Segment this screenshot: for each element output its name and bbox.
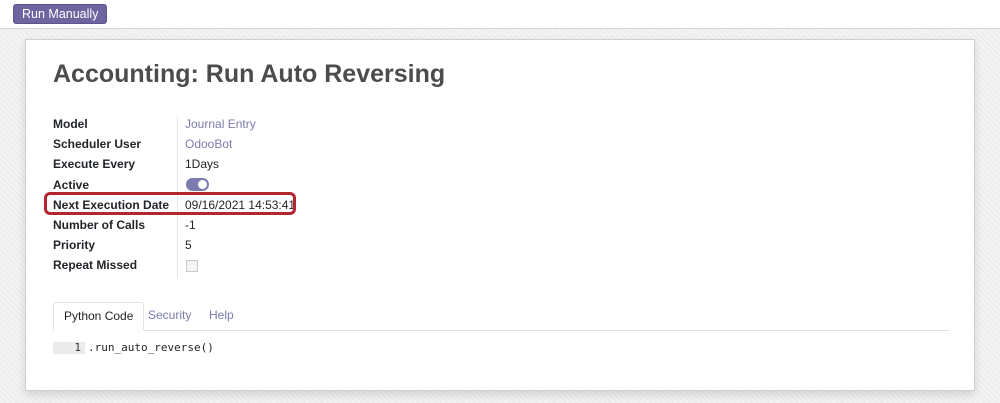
priority-value: 5 xyxy=(185,238,192,253)
toggle-knob xyxy=(198,180,207,189)
code-line-number: 1 xyxy=(53,342,85,354)
execute-every-value: 1Days xyxy=(185,157,220,172)
execute-every-label: Execute Every xyxy=(53,157,136,172)
active-label: Active xyxy=(53,177,90,192)
priority-label: Priority xyxy=(53,238,96,253)
model-link[interactable]: Journal Entry xyxy=(185,117,256,131)
scheduler-user-label: Scheduler User xyxy=(53,137,142,152)
repeat-missed-checkbox-icon[interactable] xyxy=(186,260,198,272)
field-row-model: Model Journal Entry xyxy=(53,115,453,135)
model-label: Model xyxy=(53,117,88,131)
field-row-number-of-calls: Number of Calls -1 xyxy=(53,216,453,236)
field-row-repeat-missed: Repeat Missed xyxy=(53,256,453,276)
next-execution-date-value: 09/16/2021 14:53:41 xyxy=(185,197,296,212)
page-title: Accounting: Run Auto Reversing xyxy=(53,60,446,88)
form-sheet: Accounting: Run Auto Reversing Model Jou… xyxy=(25,39,975,391)
code-line-text[interactable]: .run_auto_reverse() xyxy=(88,341,214,354)
tab-help[interactable]: Help xyxy=(209,308,234,322)
field-separator xyxy=(177,117,178,278)
field-row-active: Active xyxy=(53,176,453,196)
number-of-calls-label: Number of Calls xyxy=(53,217,146,232)
field-row-scheduler-user: Scheduler User OdooBot xyxy=(53,135,453,155)
control-panel: Run Manually xyxy=(0,0,1000,29)
run-manually-button[interactable]: Run Manually xyxy=(13,4,108,24)
notebook-tabs: Python Code Security Help xyxy=(53,302,949,331)
field-row-execute-every: Execute Every 1Days xyxy=(53,155,453,175)
next-execution-date-label: Next Execution Date xyxy=(53,197,170,212)
tab-security[interactable]: Security xyxy=(148,308,192,322)
field-list: Model Journal Entry Scheduler User OdooB… xyxy=(53,115,453,277)
python-code-editor[interactable]: 1 .run_auto_reverse() xyxy=(53,342,353,354)
repeat-missed-label: Repeat Missed xyxy=(53,258,138,273)
field-row-next-execution-date: Next Execution Date 09/16/2021 14:53:41 xyxy=(53,196,453,216)
active-toggle-icon[interactable] xyxy=(186,178,209,191)
tab-python-code[interactable]: Python Code xyxy=(53,302,145,331)
scheduler-user-link[interactable]: OdooBot xyxy=(185,137,233,152)
field-row-priority: Priority 5 xyxy=(53,236,453,256)
number-of-calls-value: -1 xyxy=(185,217,196,232)
